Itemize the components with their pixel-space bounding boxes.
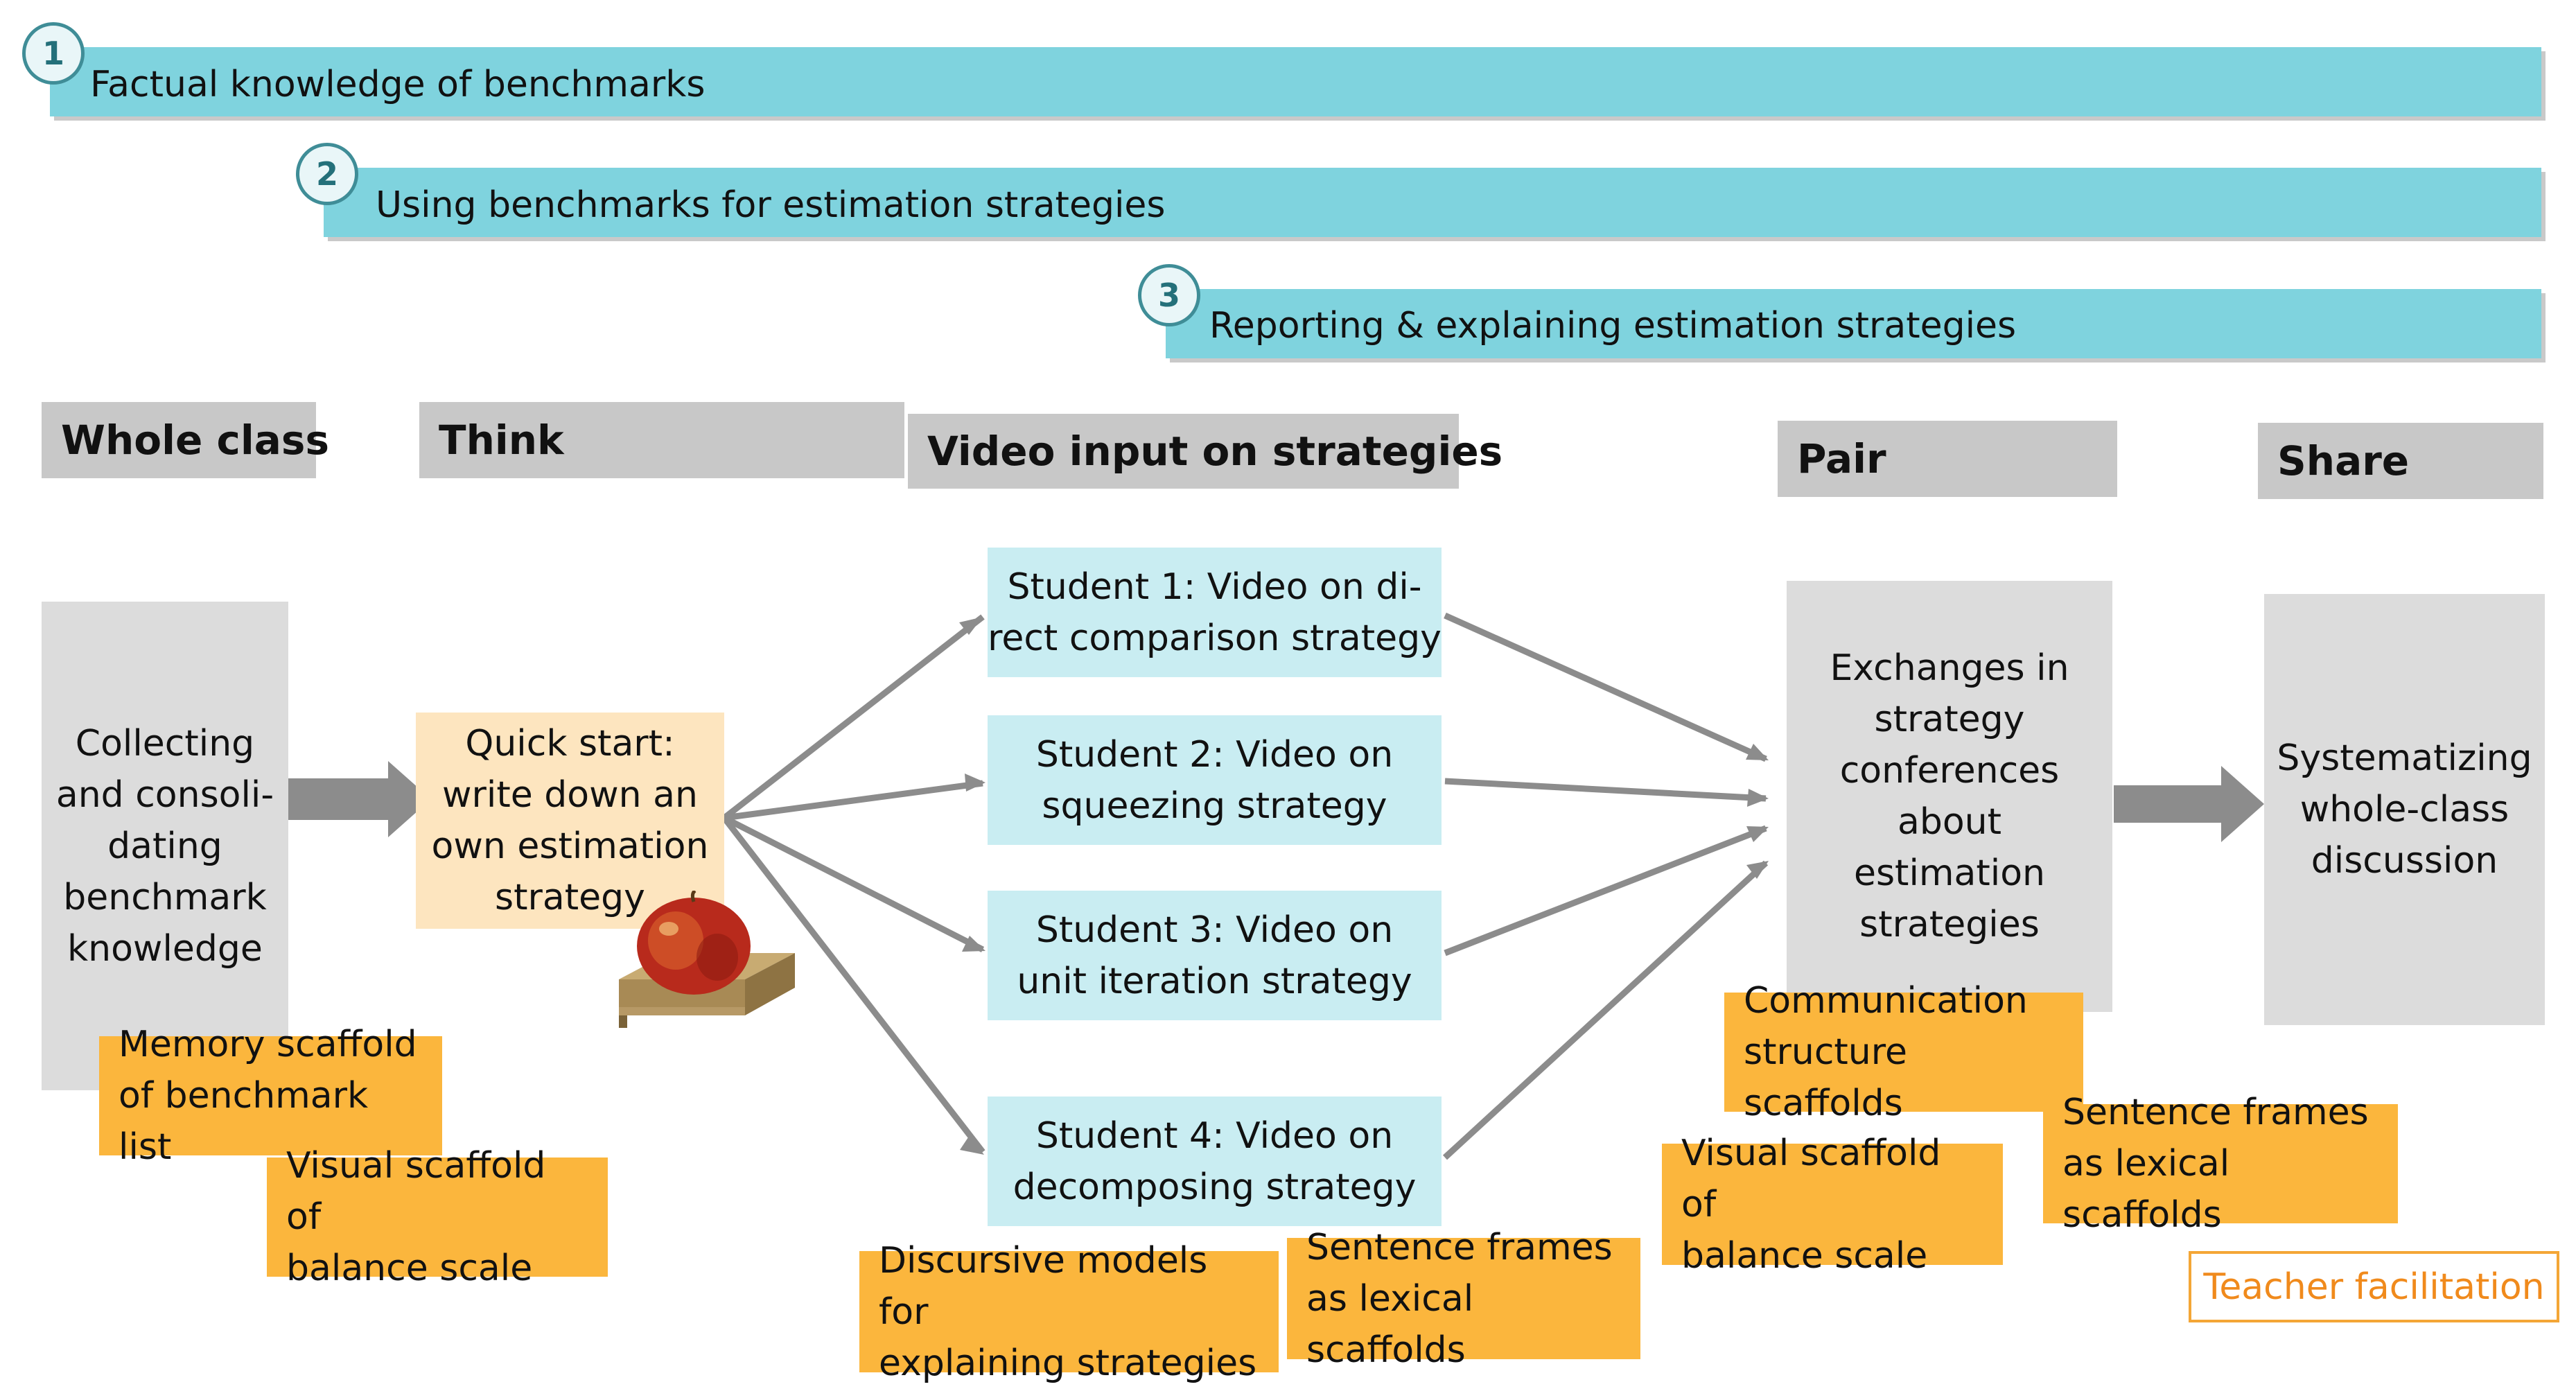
student-4-video-box: Student 4: Video on decomposing strategy [988,1097,1442,1226]
goal-number-badge-1: 1 [22,22,85,85]
goal-number-badge-2: 2 [296,143,358,205]
exchanges-box: Exchanges in strategy conferences about … [1787,581,2112,1012]
visual-scaffold-left-box: Visual scaffold of balance scale [267,1145,608,1289]
arrow-quickstart-to-student-1 [722,614,985,821]
sentence-frames-right-box: Sentence frames as lexical scaffolds [2043,1092,2398,1236]
quick-start-box: Quick start: write down an own estimatio… [416,713,724,929]
visual-scaffold-right-box: Visual scaffold of balance scale [1662,1133,2003,1277]
goal-number-badge-3: 3 [1138,264,1200,326]
goal-bar-3 [1166,289,2541,358]
sentence-frames-mid-box: Sentence frames as lexical scaffolds [1287,1227,1640,1371]
phase-header-whole-class: Whole class [42,402,329,478]
systematizing-box: Systematizing whole-class discussion [2264,594,2545,1025]
arrow-student-4-to-pair [1442,860,1769,1160]
student-1-video-box: Student 1: Video on di- rect comparison … [988,548,1442,677]
goal-bar-1 [50,47,2541,116]
goal-label-1: Factual knowledge of benchmarks [90,64,706,105]
discursive-models-box: Discursive models for explaining strateg… [859,1240,1279,1384]
collecting-knowledge-box: Collecting and consoli- dating benchmark… [42,602,288,1090]
apple-on-balance-illustration [619,891,795,1028]
communication-scaffold-box: Communication structure scaffolds [1724,980,2083,1124]
arrow-quickstart-to-student-3 [722,814,985,953]
student-2-video-box: Student 2: Video on squeezing strategy [988,715,1442,845]
goal-label-3: Reporting & explaining estimation strate… [1209,305,2017,347]
goal-bar-2 [324,168,2541,237]
phase-header-pair: Pair [1778,421,2117,497]
arrow-quickstart-to-student-2 [724,780,983,821]
goal-label-2: Using benchmarks for estimation strategi… [376,184,1166,226]
arrow-quickstart-to-student-4 [721,816,985,1154]
teacher-facilitation-legend: Teacher facilitation [2189,1251,2559,1322]
thick-arrow-pair-to-share [2114,766,2264,842]
student-3-video-box: Student 3: Video on unit iteration strat… [988,891,1442,1020]
arrow-student-1-to-pair [1444,612,1767,762]
arrow-student-2-to-pair [1444,778,1767,802]
phase-header-video: Video input on strategies [908,414,1502,489]
thick-arrow-collect-to-think [288,761,431,837]
phase-header-think: Think [419,402,904,478]
memory-scaffold-box: Memory scaffold of benchmark list [99,1024,442,1168]
arrow-student-3-to-pair [1444,825,1767,956]
phase-header-share: Share [2258,423,2543,499]
